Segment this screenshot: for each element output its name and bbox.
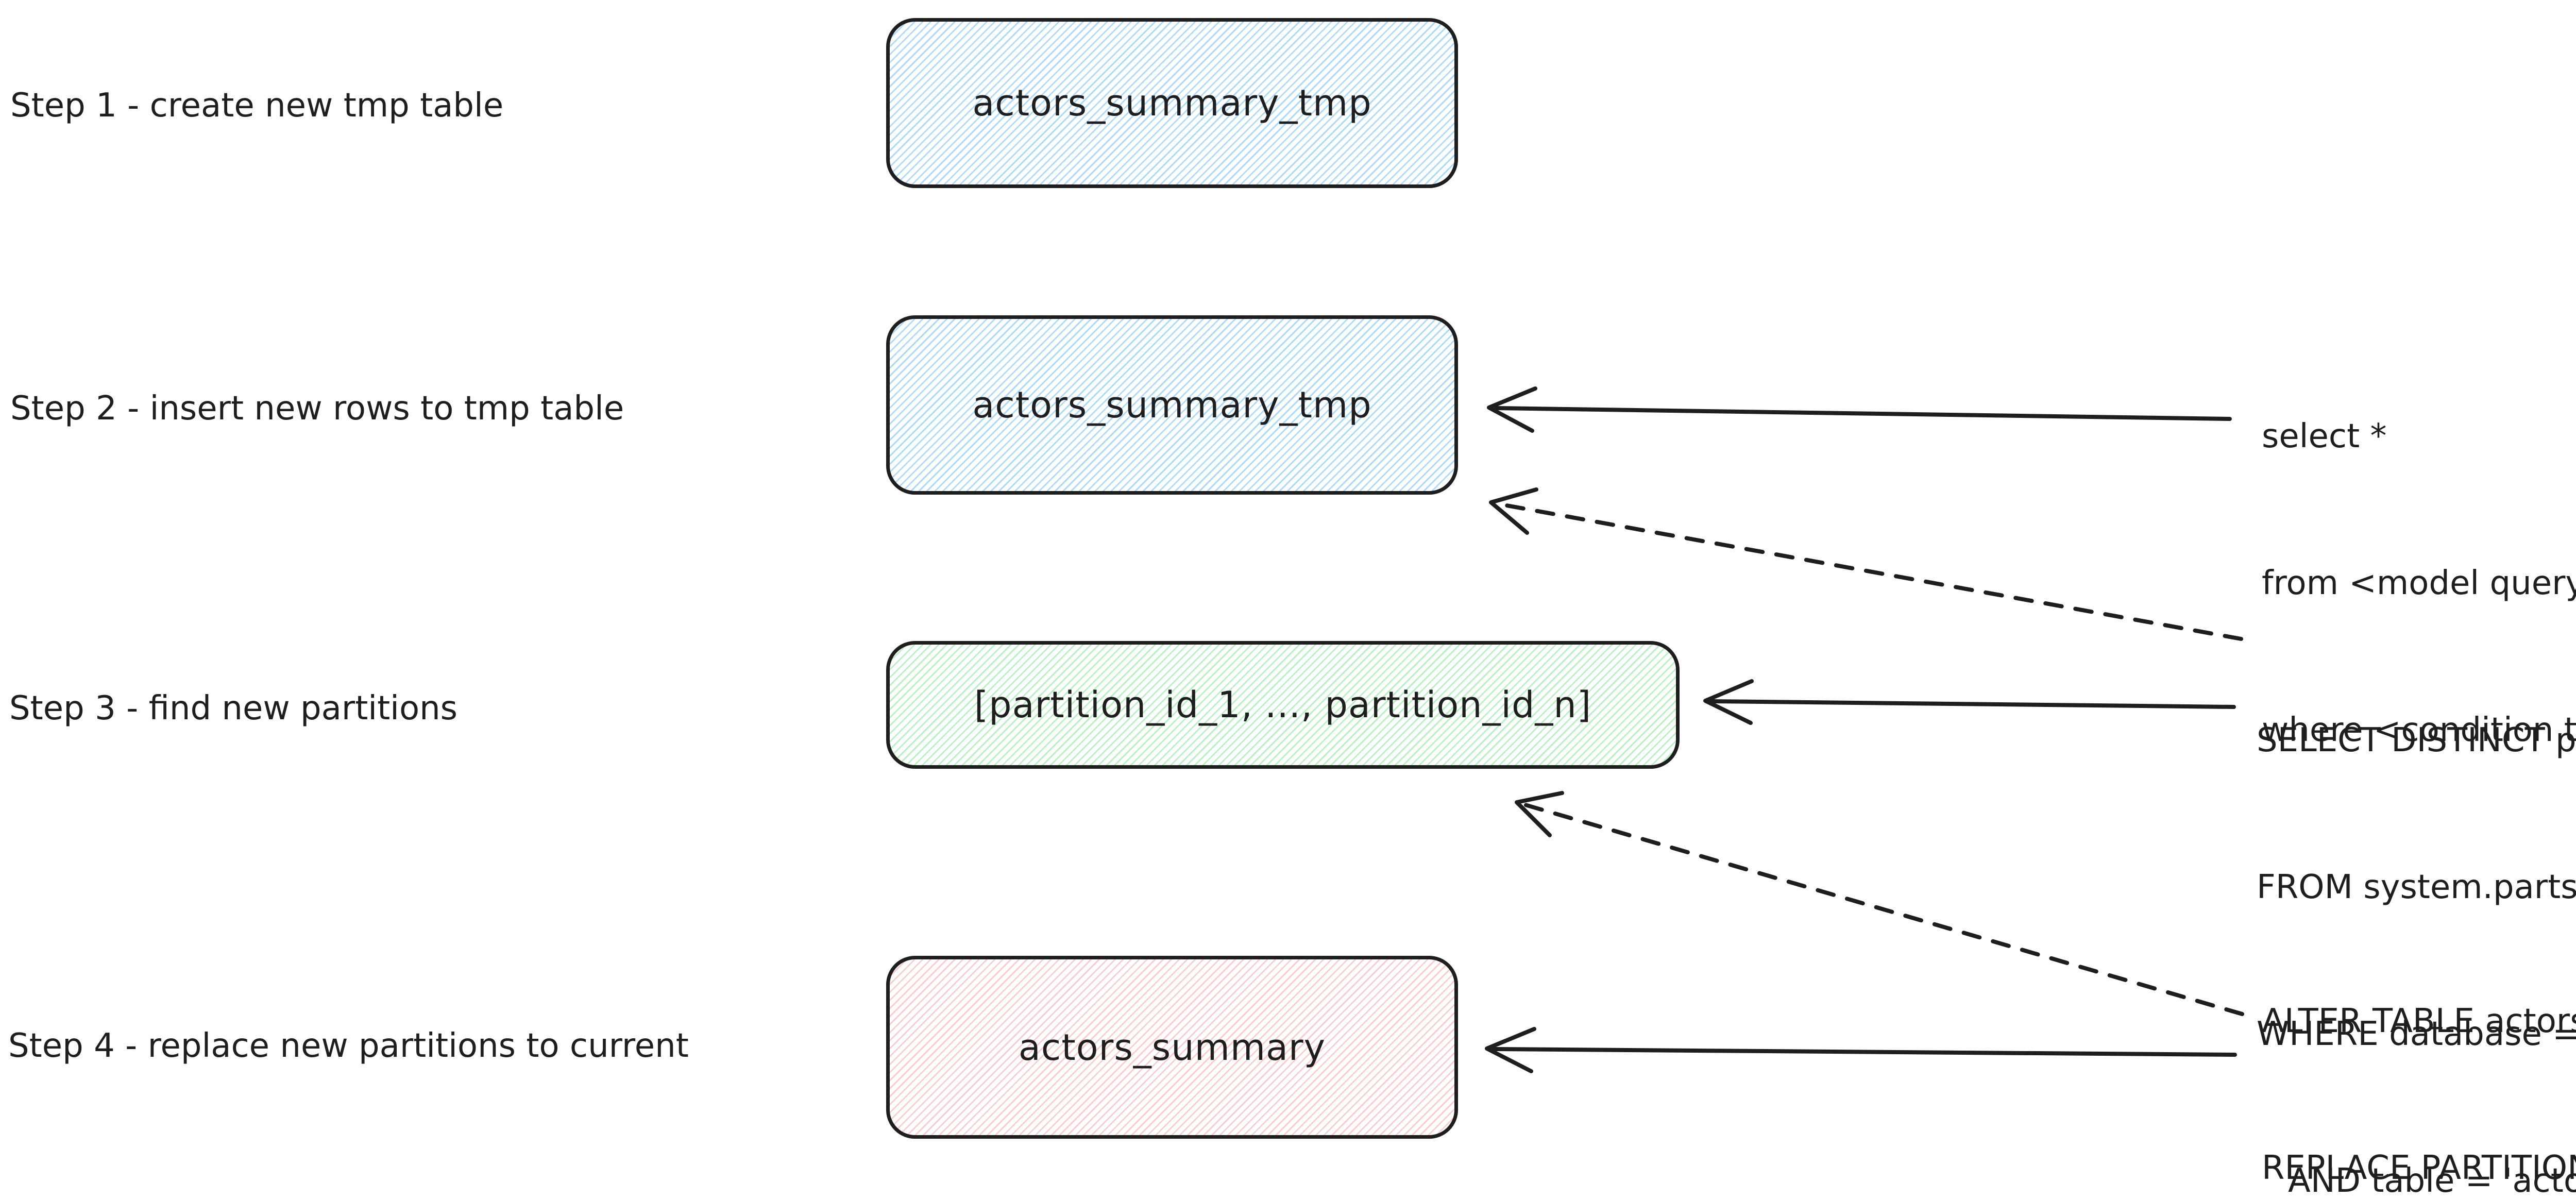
query-line: REPLACE PARTITION partition_id_1 [2262, 1149, 2576, 1187]
query-line: where <condition to identify new> [2262, 711, 2576, 749]
node-tmp-table-step1: actors_summary_tmp [886, 18, 1458, 188]
dashed-arrow-find-partitions-query-to-tmp-table [1489, 487, 2243, 641]
query-line: from <model query> [2262, 564, 2576, 602]
step-3-label: Step 3 - find new partitions [9, 689, 457, 728]
dashed-arrow-replace-query-to-partitions-list [1515, 791, 2244, 1016]
arrow-replace-query-to-current-table [1485, 1027, 2237, 1073]
node-partitions-list-label: [partition_id_1, ..., partition_id_n] [974, 684, 1592, 726]
step-2-label: Step 2 - insert new rows to tmp table [10, 390, 624, 428]
insert-query-text: select * from <model query> where <condi… [2262, 314, 2576, 853]
find-partitions-query-text: SELECT DISTINCT partition_id FROM system… [2257, 618, 2576, 1199]
node-partitions-list: [partition_id_1, ..., partition_id_n] [886, 641, 1680, 769]
query-line: FROM system.parts [2257, 868, 2576, 906]
query-line: SELECT DISTINCT partition_id [2257, 721, 2576, 759]
query-line: select * [2262, 417, 2387, 455]
step-1-label: Step 1 - create new tmp table [10, 87, 504, 125]
node-tmp-table-step2-label: actors_summary_tmp [972, 384, 1372, 426]
node-tmp-table-step2: actors_summary_tmp [886, 315, 1458, 495]
arrow-insert-query-to-tmp-table [1487, 386, 2232, 433]
node-tmp-table-step1-label: actors_summary_tmp [972, 82, 1372, 124]
query-line: WHERE database = <database> [2257, 1015, 2576, 1053]
query-line: AND table = 'actors_summary_tmp' [2288, 1162, 2576, 1199]
step-4-label: Step 4 - replace new partitions to curre… [8, 1027, 689, 1065]
node-current-table-label: actors_summary [1018, 1026, 1326, 1069]
replace-query-text: ALTER TABLE actors_summary REPLACE PARTI… [2262, 899, 2576, 1199]
arrow-find-partitions-query-to-partitions-list [1703, 679, 2236, 725]
node-current-table: actors_summary [886, 956, 1458, 1139]
query-line: ALTER TABLE actors_summary [2262, 1002, 2576, 1040]
